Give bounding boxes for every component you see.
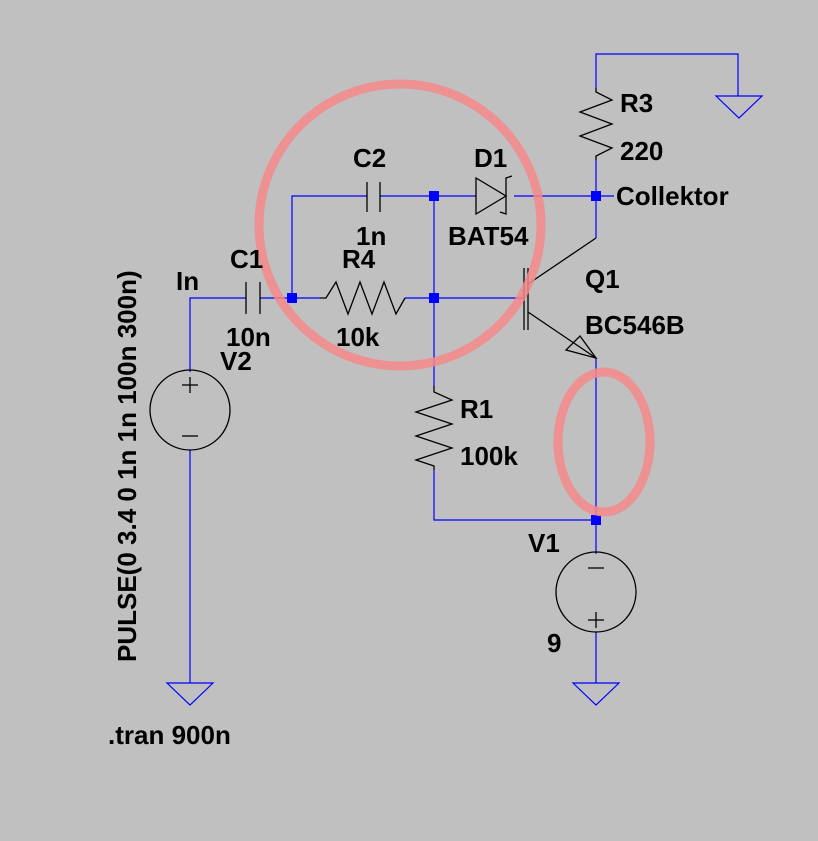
d1-model-label: BAT54 [448, 221, 529, 251]
junctions [287, 191, 601, 525]
junction-dot [591, 191, 601, 201]
c2-capacitor[interactable] [366, 182, 381, 212]
wire-r1-emitter [433, 470, 596, 521]
r4-value-label: 10k [336, 322, 380, 352]
junction-dot [429, 293, 439, 303]
c1-value-label: 10n [226, 322, 271, 352]
r3-value-label: 220 [620, 136, 663, 166]
q1-model-label: BC546B [585, 310, 685, 340]
q1-name-label: Q1 [585, 264, 620, 294]
collector-net-label: Collektor [616, 181, 729, 211]
c1-capacitor[interactable] [245, 282, 261, 314]
c2-name-label: C2 [353, 143, 386, 173]
r1-value-label: 100k [460, 441, 518, 471]
v1-value-label: 9 [547, 628, 561, 658]
in-net-label: In [176, 266, 199, 296]
r1-name-label: R1 [460, 394, 493, 424]
highlight-circle [254, 79, 546, 371]
pulse-spec-label: PULSE(0 3.4 0 1n 1n 100n 300n) [112, 270, 142, 662]
c2-value-label: 1n [356, 221, 386, 251]
ground-symbol [571, 682, 621, 706]
v1-voltage-source[interactable] [555, 551, 637, 633]
ground-symbol [165, 682, 215, 706]
tran-directive-label: .tran 900n [108, 720, 231, 750]
junction-dot [287, 293, 297, 303]
wire-c2-left [291, 195, 367, 298]
r4-resistor[interactable] [320, 280, 406, 316]
highlight-ellipse [553, 367, 655, 517]
r4-name-label: R4 [342, 244, 376, 274]
c1-name-label: C1 [230, 244, 263, 274]
d1-diode[interactable] [475, 175, 513, 216]
r3-name-label: R3 [620, 88, 653, 118]
junction-dot [591, 515, 601, 525]
wire-r3-top-ground [595, 53, 739, 96]
r3-resistor[interactable] [578, 88, 614, 160]
d1-name-label: D1 [474, 143, 507, 173]
r1-resistor[interactable] [413, 386, 455, 470]
junction-dot [429, 191, 439, 201]
ground-symbol [714, 95, 764, 119]
v2-voltage-source[interactable] [149, 369, 231, 451]
v2-name-label: V2 [220, 346, 252, 376]
v1-name-label: V1 [528, 528, 560, 558]
wire-in [189, 297, 246, 372]
